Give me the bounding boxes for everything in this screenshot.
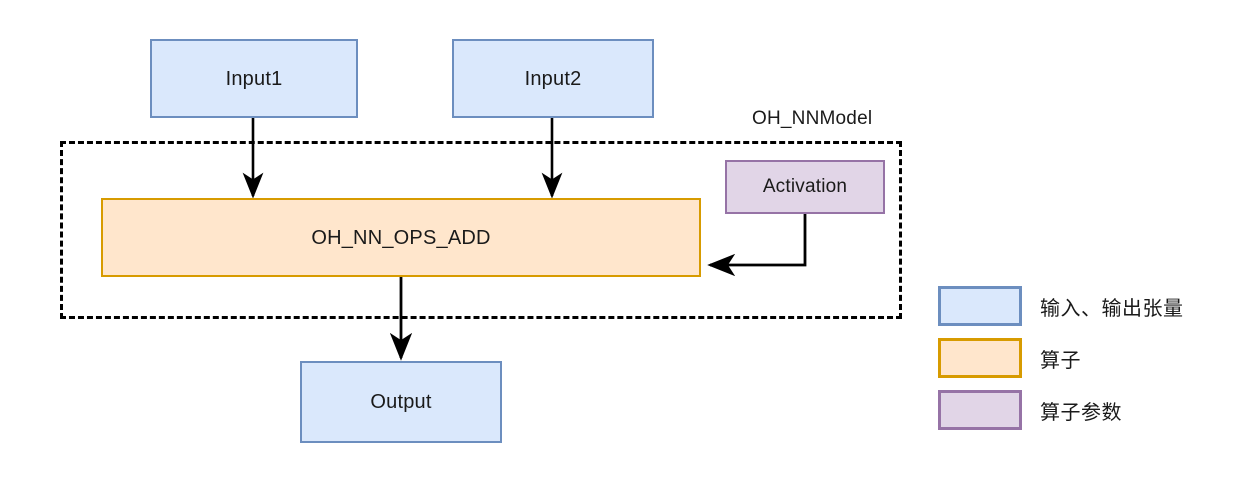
legend-item-operator: 算子 — [938, 338, 1184, 378]
node-activation[interactable]: Activation — [725, 160, 885, 214]
node-activation-label: Activation — [762, 175, 848, 197]
legend-label-operator: 算子 — [1040, 349, 1081, 372]
legend-swatch-parameter — [938, 390, 1022, 430]
node-input1[interactable]: Input1 — [150, 39, 358, 118]
node-output[interactable]: Output — [300, 361, 502, 443]
legend-swatch-operator — [938, 338, 1022, 378]
node-input2-label: Input2 — [524, 67, 582, 90]
legend-swatch-tensor — [938, 286, 1022, 326]
node-input2[interactable]: Input2 — [452, 39, 654, 118]
legend: 输入、输出张量 算子 算子参数 — [938, 286, 1184, 430]
node-input1-label: Input1 — [225, 67, 283, 90]
legend-label-tensor: 输入、输出张量 — [1040, 297, 1184, 320]
legend-item-tensor: 输入、输出张量 — [938, 286, 1184, 326]
legend-label-parameter: 算子参数 — [1040, 401, 1122, 424]
legend-item-parameter: 算子参数 — [938, 390, 1184, 430]
node-oh-nn-ops-add-label: OH_NN_OPS_ADD — [311, 226, 491, 249]
node-oh-nn-ops-add[interactable]: OH_NN_OPS_ADD — [101, 198, 701, 277]
model-group-boundary — [60, 141, 902, 319]
node-output-label: Output — [370, 391, 432, 413]
model-group-label: OH_NNModel — [752, 108, 873, 129]
